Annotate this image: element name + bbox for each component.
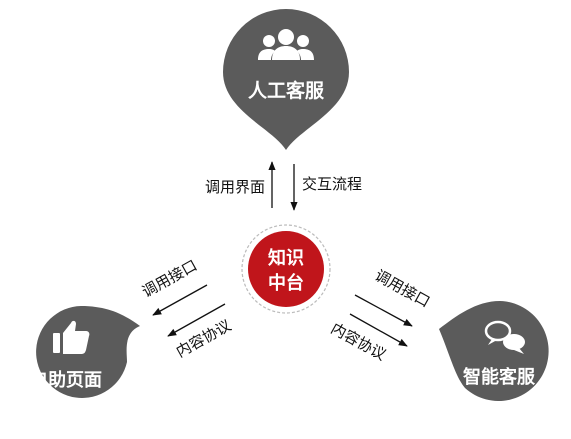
arrow-left-content — [167, 303, 226, 337]
node-top-title: 人工客服 — [248, 79, 325, 102]
node-left: 自助页面 — [30, 306, 140, 398]
node-left-shape — [36, 306, 140, 398]
center-circle — [248, 231, 324, 307]
flow-top: 调用界面 交互流程 — [205, 161, 362, 211]
flow-left: 调用接口 内容协议 — [139, 256, 234, 361]
center-label-line2: 中台 — [268, 272, 304, 294]
flow-right-content-label: 内容协议 — [328, 319, 389, 364]
chat-bubbles-icon — [484, 320, 525, 354]
node-top: 人工客服 — [223, 9, 349, 150]
flow-top-down-label: 交互流程 — [302, 175, 362, 193]
center-ring — [241, 224, 331, 314]
center-hub: 知识 中台 — [241, 224, 331, 314]
people-group-icon — [258, 29, 314, 60]
flow-top-up-label: 调用界面 — [205, 178, 265, 196]
arrow-right-content — [349, 313, 408, 347]
flow-left-content-label: 内容协议 — [173, 316, 234, 361]
flow-right-api-label: 调用接口 — [372, 266, 433, 311]
node-right-title: 智能客服 — [463, 366, 536, 388]
arrow-left-api — [152, 284, 208, 316]
node-right-shape — [439, 301, 549, 401]
node-right: 智能客服 — [439, 301, 549, 401]
flow-right: 调用接口 内容协议 — [328, 266, 433, 364]
center-label-line1: 知识 — [268, 247, 304, 269]
thumbs-up-icon — [53, 320, 90, 354]
node-top-shape — [223, 9, 349, 150]
arrow-right-api — [354, 294, 413, 327]
node-left-title: 自助页面 — [30, 369, 102, 391]
